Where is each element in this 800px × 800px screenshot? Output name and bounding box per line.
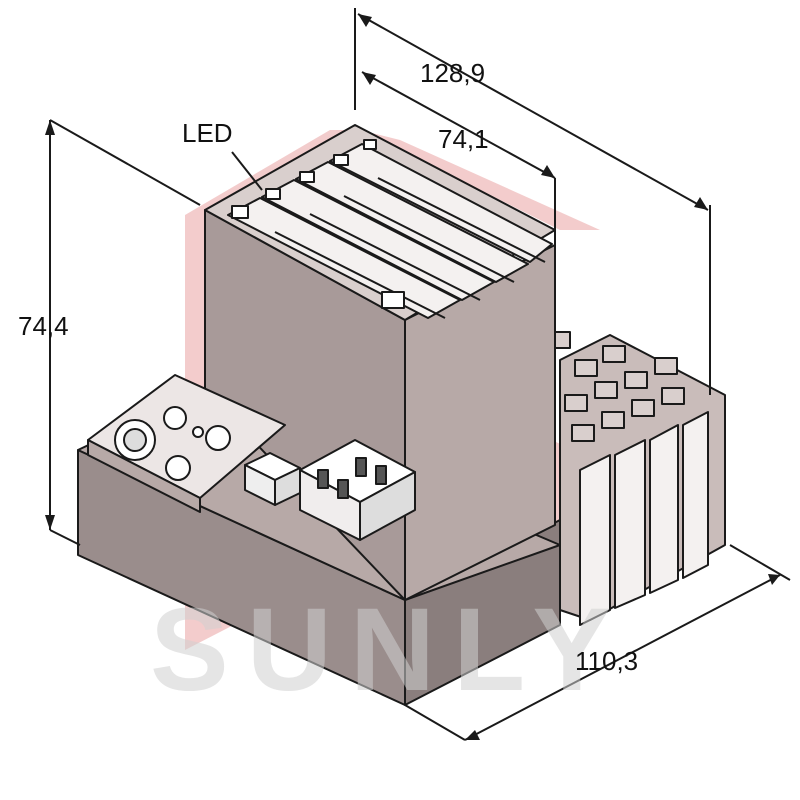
fieldbus-connector	[87, 374, 286, 513]
terminal-strip	[519, 331, 726, 626]
dimension-width-label: 110,3	[575, 646, 638, 676]
dimension-overall-depth-label: 128,9	[420, 58, 485, 88]
watermark-text: SUNLY	[150, 584, 629, 716]
dimension-module-depth-label: 74,1	[438, 124, 489, 154]
power-terminal-block	[299, 439, 416, 541]
dimension-arrowheads	[45, 14, 780, 740]
dimension-height-label: 74,4	[18, 311, 69, 341]
led-callout-label: LED	[182, 118, 233, 148]
service-port	[244, 452, 301, 506]
dimension-lines	[49, 8, 791, 741]
io-modules	[227, 139, 553, 319]
